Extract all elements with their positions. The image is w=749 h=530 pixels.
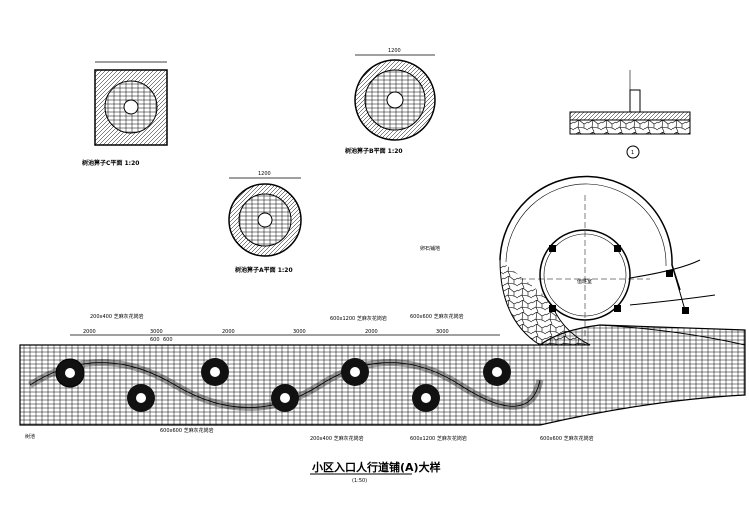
trees (55, 358, 511, 412)
dimension-label: 1200 (258, 171, 271, 177)
pavement-plan: 2000 3000 2000 3000 2000 3000 600 600 20… (19, 245, 746, 442)
note: 树池 (25, 433, 35, 440)
dimension-label: 600 (163, 337, 173, 343)
note: 600x600 芝麻灰花岗岩 (410, 313, 464, 320)
note: 600x1200 芝麻灰花岗岩 (330, 315, 387, 322)
dimension-label: 600 (150, 337, 160, 343)
dimension-label: 2000 (222, 329, 235, 335)
section-marker: 1 (631, 150, 634, 156)
main-title: 小区入口人行道铺(A)大样 (311, 460, 441, 474)
dimension-label: 1200 (388, 48, 401, 54)
dimension-label: 2000 (365, 329, 378, 335)
detail-c-title: 树池箅子C平面 1:20 (82, 159, 139, 167)
dimension-label: 3000 (150, 329, 163, 335)
main-scale: (1:50) (352, 478, 367, 484)
dimension-label: 2000 (83, 329, 96, 335)
note: 卵石铺地 (420, 245, 440, 252)
note: 200x400 芝麻灰花岗岩 (310, 435, 364, 442)
note: 600x600 芝麻灰花岗岩 (160, 427, 214, 434)
note: 600x1200 芝麻灰花岗岩 (410, 435, 467, 442)
tree-grate-a-detail: 1200 树池箅子A平面 1:20 (228, 171, 302, 274)
note: 600x600 芝麻灰花岗岩 (540, 435, 594, 442)
notes: 200x400 芝麻灰花岗岩 600x1200 芝麻灰花岗岩 600x600 芝… (25, 245, 594, 442)
guard-house-plan: 值班室 (499, 175, 716, 346)
detail-a-title: 树池箅子A平面 1:20 (235, 266, 293, 274)
detail-b-title: 树池箅子B平面 1:20 (345, 147, 403, 155)
section-detail: 1 (569, 70, 691, 159)
room-label: 值班室 (577, 278, 592, 285)
dimension-label: 3000 (293, 329, 306, 335)
dimension-row: 2000 3000 2000 3000 2000 3000 600 600 (83, 329, 449, 343)
note: 200x400 芝麻灰花岗岩 (90, 313, 144, 320)
tree-grate-c-detail: 树池箅子C平面 1:20 (82, 61, 168, 167)
tree-grate-b-detail: 1200 树池箅子B平面 1:20 (345, 48, 436, 155)
dimension-label: 3000 (436, 329, 449, 335)
